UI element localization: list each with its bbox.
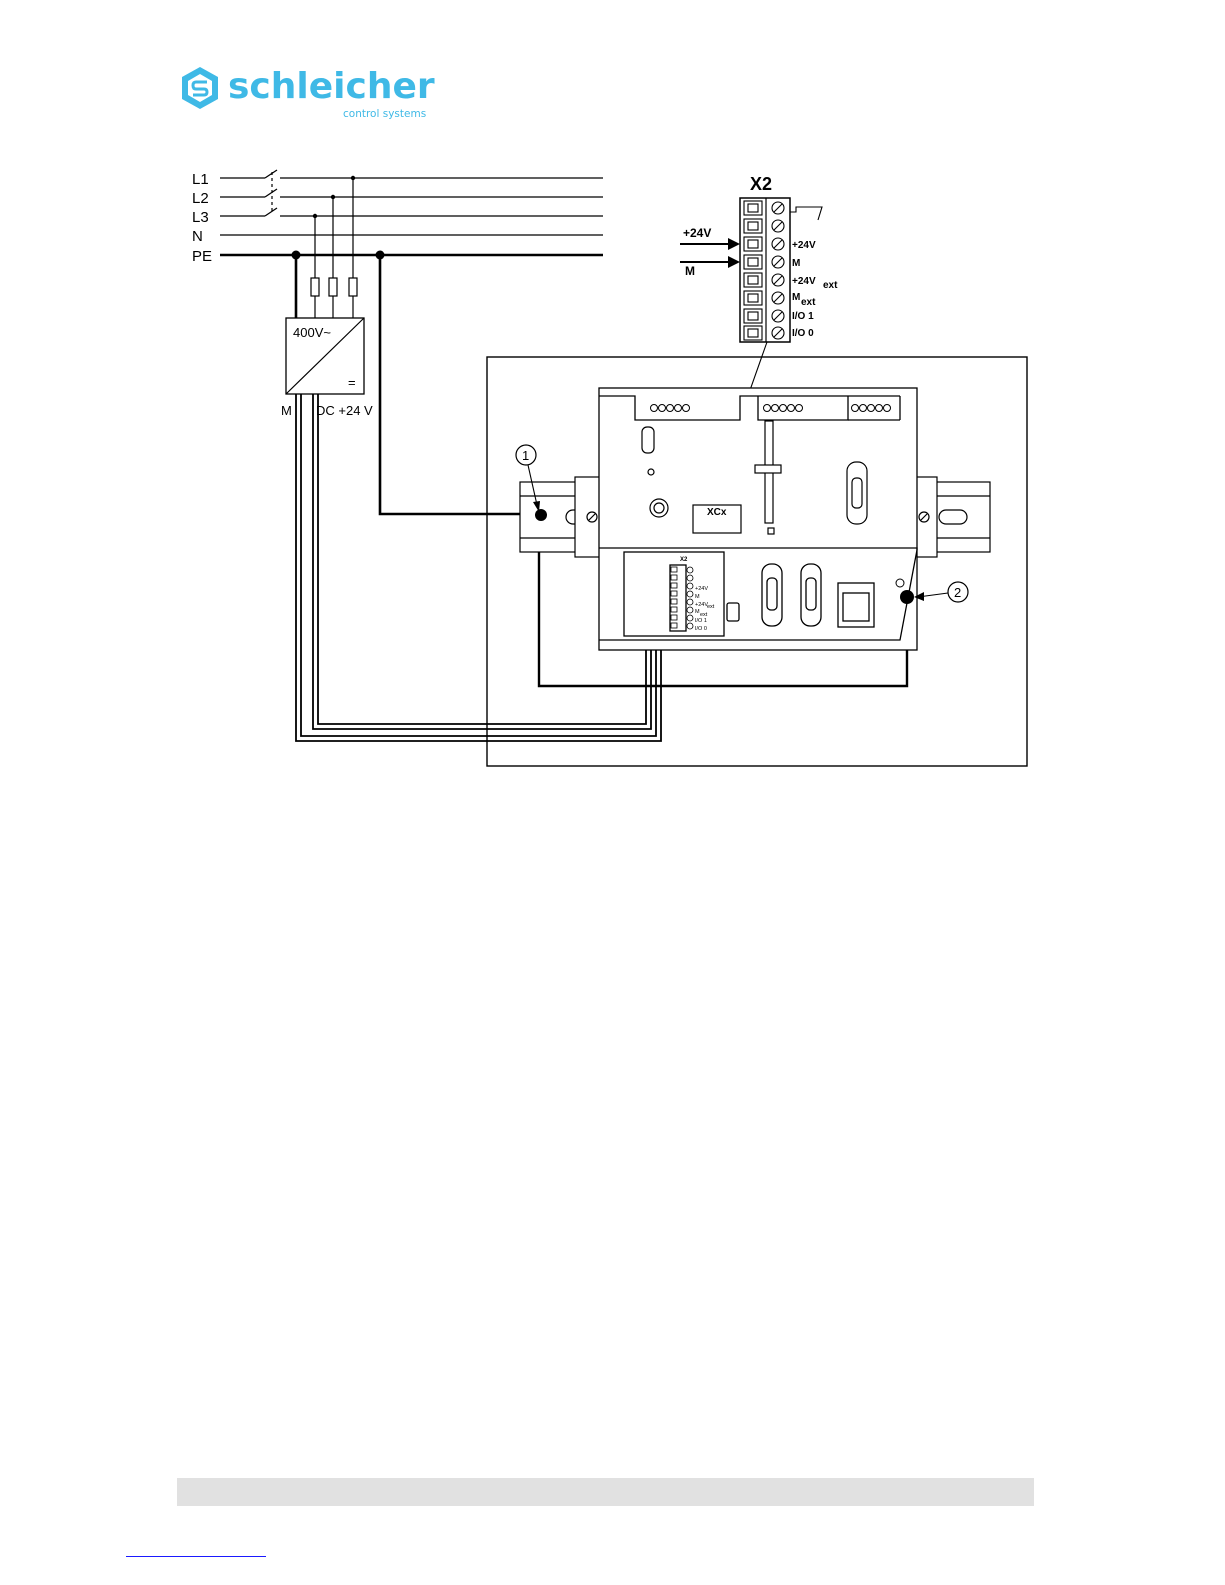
- x2-input-plus: +24V: [683, 226, 711, 240]
- x2-pin-4: M: [792, 292, 800, 303]
- line-label-l2: L2: [192, 190, 209, 207]
- mini-pin-2: M: [695, 594, 700, 600]
- line-label-l1: L1: [192, 171, 209, 188]
- psu-input-label: 400V~: [293, 325, 331, 340]
- callout-1-label: 1: [522, 448, 529, 463]
- usb-port-icon: [727, 603, 739, 621]
- x2-input-arrows: +24V M: [680, 226, 740, 278]
- x2-pin-3-sub: ext: [823, 280, 838, 291]
- line-label-n: N: [192, 228, 203, 245]
- x2-title: X2: [750, 174, 772, 194]
- indicator-led: [648, 469, 654, 475]
- footer-link-underline: [126, 1556, 266, 1557]
- x2-pin-6: I/O 0: [792, 328, 814, 339]
- mini-x2-title: X2: [680, 557, 688, 563]
- module-label: XCx: [707, 507, 727, 518]
- mini-pin-6: I/O 0: [695, 626, 707, 632]
- fuse-icons: [311, 278, 357, 296]
- line-label-l3: L3: [192, 209, 209, 226]
- slider-knob: [755, 465, 781, 473]
- mains-labels: L1 L2 L3 N PE: [192, 171, 212, 265]
- mini-pin-3-sub: ext: [707, 604, 715, 610]
- footer-bar: [177, 1478, 1034, 1506]
- psu-terminal-dc: DC +24 V: [316, 403, 373, 418]
- x2-pin-5: I/O 1: [792, 311, 814, 322]
- main-switch-icon: [265, 170, 277, 216]
- mini-pin-1: +24V: [695, 586, 708, 592]
- x2-connector: X2 +24V M +24V ext: [680, 174, 838, 342]
- x2-pin-2: M: [792, 258, 800, 269]
- mini-pin-5: I/O 1: [695, 618, 707, 624]
- mains-lines: [220, 178, 603, 255]
- psu-output-symbol: =: [348, 375, 356, 390]
- x2-pin-3: +24V: [792, 276, 816, 287]
- slot-icon: [642, 427, 654, 453]
- psu-terminal-m: M: [281, 403, 292, 418]
- line-label-pe: PE: [192, 248, 212, 265]
- junction-dots: [292, 176, 385, 260]
- x2-input-m: M: [685, 264, 695, 278]
- callout-2-label: 2: [954, 585, 961, 600]
- x2-pin-1: +24V: [792, 240, 816, 251]
- x2-pin-4-sub: ext: [801, 297, 816, 308]
- wiring-diagram: L1 L2 L3 N PE: [0, 0, 1225, 790]
- power-supply: 400V~ =: [286, 318, 364, 394]
